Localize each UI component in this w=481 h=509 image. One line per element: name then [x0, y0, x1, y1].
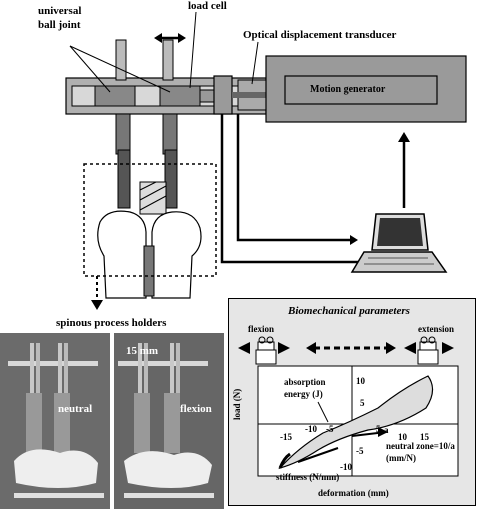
- scale-label: 15 mm: [126, 345, 159, 357]
- neutral-label: neutral: [58, 403, 93, 415]
- gift-icon-right: [417, 336, 439, 365]
- x-axis-label: deformation (mm): [318, 488, 389, 498]
- bio-title: Biomechanical parameters: [288, 305, 410, 317]
- y-tick-10: 10: [356, 376, 365, 386]
- y-tick-5: 5: [360, 398, 365, 408]
- load-cell-label: load cell: [188, 0, 227, 12]
- spinous-holders-label: spinous process holders: [56, 317, 167, 329]
- load-cell: [213, 75, 233, 115]
- vertebra-right: [151, 211, 202, 299]
- x-tick-m10: -10: [305, 424, 317, 434]
- ball-joint-left: [94, 85, 136, 107]
- laptop-icon: [350, 213, 448, 273]
- optical-transducer-label: Optical displacement transducer: [243, 29, 397, 41]
- a-label: a: [384, 425, 389, 435]
- x-tick-m5: -5: [326, 424, 334, 434]
- photo-neutral: neutral: [0, 333, 110, 509]
- y-axis-label: load (N): [232, 388, 242, 420]
- motion-generator: [265, 55, 467, 123]
- x-tick-m15: -15: [280, 432, 292, 442]
- flexion-label: flexion: [248, 324, 274, 334]
- dotted-box: [83, 163, 217, 277]
- neutral-zone-label: neutral zone=10/a (mm/N): [386, 441, 455, 463]
- flexion-photo-label: flexion: [180, 403, 212, 415]
- photo-flexion: 15 mm flexion: [114, 333, 224, 509]
- stiffness-label: stiffness (N/mm): [276, 472, 340, 482]
- y-tick-m5: -5: [356, 446, 364, 456]
- x-tick-10: 10: [398, 432, 407, 442]
- x-tick-5: 5: [376, 424, 381, 434]
- apparatus-diagram: [65, 11, 467, 310]
- ball-joint-right: [159, 85, 201, 107]
- y-tick-m10: -10: [340, 462, 352, 472]
- vertebra-left: [97, 210, 147, 299]
- motion-generator-label: Motion generator: [310, 84, 386, 95]
- x-tick-15: 15: [420, 432, 429, 442]
- bio-graph: [238, 336, 459, 477]
- extension-label: extension: [418, 324, 454, 334]
- disc: [143, 245, 155, 297]
- absorption-label: absorption energy (J): [284, 377, 326, 399]
- universal-ball-joint-label: universal ball joint: [38, 5, 82, 31]
- gift-icon-left: [255, 336, 277, 365]
